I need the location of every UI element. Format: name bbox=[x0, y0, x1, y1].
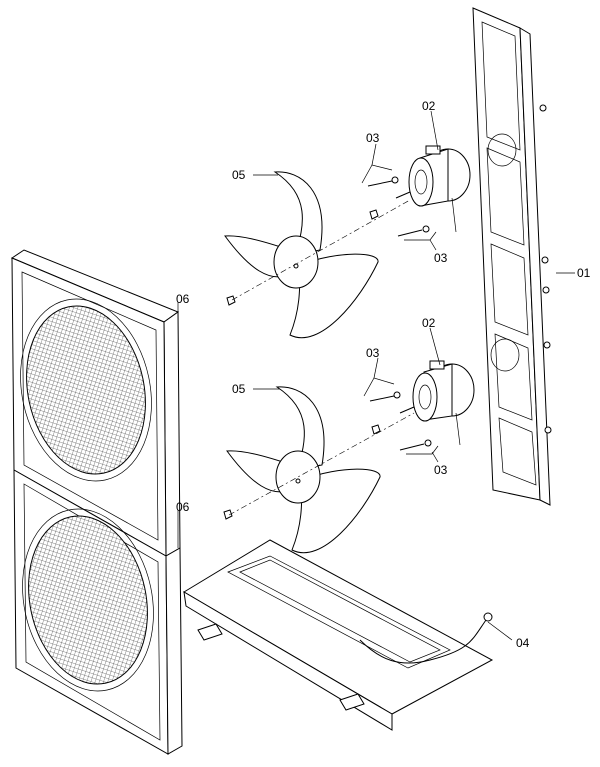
assembly-axis-lines bbox=[228, 199, 415, 516]
callout-06-bottom: 06 bbox=[176, 500, 190, 514]
fan-blade-top bbox=[224, 171, 379, 338]
leader-lines bbox=[177, 110, 575, 641]
screws-bottom bbox=[369, 391, 432, 451]
callout-05-bottom: 05 bbox=[232, 382, 246, 396]
fan-guard-top bbox=[10, 249, 181, 557]
heater-cable bbox=[359, 612, 493, 664]
fan-motor-bottom bbox=[399, 360, 475, 446]
fan-blade-bottom bbox=[223, 386, 381, 553]
callout-06-top: 06 bbox=[176, 292, 190, 306]
callout-03-bottom-lower: 03 bbox=[434, 463, 448, 477]
motor-support-bracket bbox=[472, 7, 552, 506]
callout-01: 01 bbox=[577, 266, 591, 280]
base-tray bbox=[183, 539, 494, 731]
fan-motor-top bbox=[395, 145, 471, 233]
callout-03-bottom-upper: 03 bbox=[366, 346, 380, 360]
callout-02-top: 02 bbox=[422, 99, 436, 113]
fan-guard-bottom bbox=[13, 469, 183, 755]
callout-03-top-lower: 03 bbox=[434, 251, 448, 265]
callout-03-top-upper: 03 bbox=[366, 131, 380, 145]
callout-05-top: 05 bbox=[232, 168, 246, 182]
screws-top bbox=[367, 176, 430, 237]
callout-02-bottom: 02 bbox=[422, 316, 436, 330]
callout-04: 04 bbox=[516, 636, 530, 650]
